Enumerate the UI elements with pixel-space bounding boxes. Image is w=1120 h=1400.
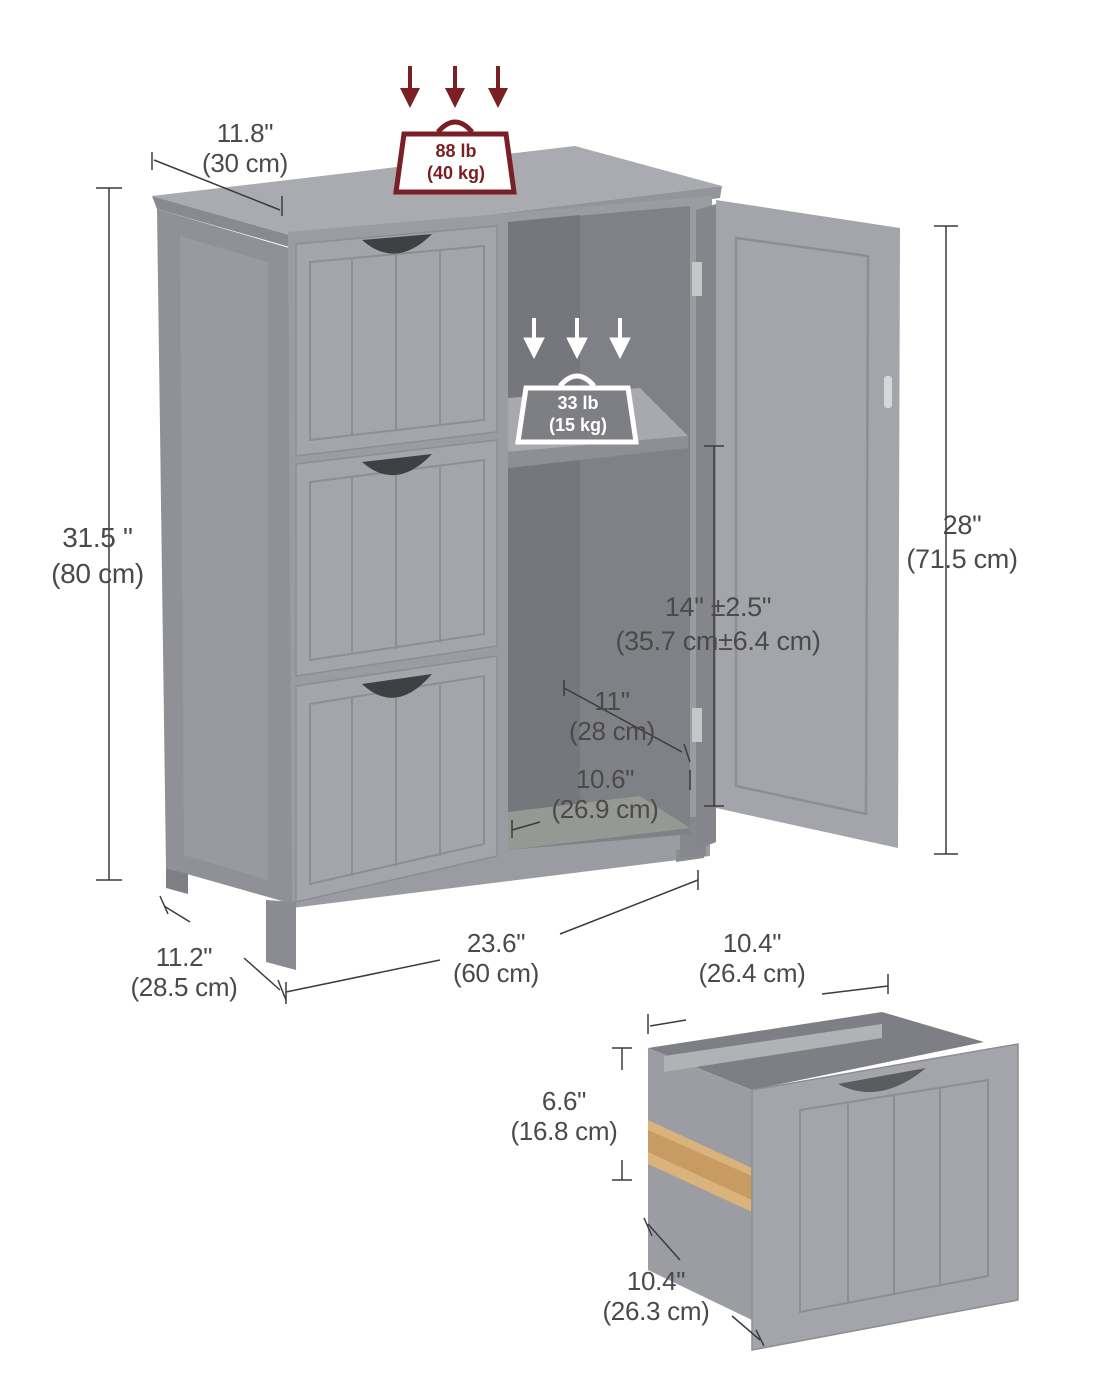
door-latch	[884, 376, 892, 408]
shelf-spacing-in: 14" ±2.5"	[664, 592, 772, 622]
drawer-height-label: 6.6" (16.8 cm)	[494, 1086, 634, 1146]
drawer-width-cm: (26.4 cm)	[698, 958, 806, 988]
top-load-badge	[393, 66, 517, 195]
door-height-label: 28" (71.5 cm)	[900, 508, 1024, 576]
bottom-hinge	[692, 708, 702, 742]
width-label: 23.6" (60 cm)	[434, 928, 558, 988]
shelf-spacing-label: 14" ±2.5" (35.7 cm±6.4 cm)	[598, 590, 838, 658]
drawer-depth-cm: (26.3 cm)	[602, 1296, 710, 1326]
width-cm: (60 cm)	[452, 958, 540, 988]
top-depth-cm: (30 cm)	[201, 148, 289, 178]
front-left-leg	[266, 900, 296, 970]
left-back-leg	[166, 868, 188, 894]
weight-icon	[515, 373, 639, 445]
down-arrow-icon	[400, 66, 508, 108]
top-load-kg: (40 kg)	[426, 163, 486, 183]
inner-width-in: 10.6"	[575, 764, 635, 794]
left-side-inner-panel	[180, 236, 268, 880]
drawer-3	[295, 655, 498, 903]
drawer-2	[295, 439, 498, 677]
shelf-load-kg: (15 kg)	[548, 415, 608, 435]
shelf-load-label: 33 lb (15 kg)	[528, 392, 628, 436]
base-depth-label: 11.2" (28.5 cm)	[118, 942, 250, 1002]
top-load-label: 88 lb (40 kg)	[406, 140, 506, 184]
top-hinge	[692, 262, 702, 296]
separate-drawer	[648, 1012, 1019, 1351]
open-compartment	[508, 206, 690, 850]
height-label: 31.5 " (80 cm)	[30, 520, 165, 592]
shelf-load-badge	[515, 318, 639, 445]
shelf-load-lb: 33 lb	[557, 393, 599, 413]
top-depth-in: 11.8"	[216, 118, 274, 148]
inner-width-label: 10.6" (26.9 cm)	[540, 764, 670, 824]
inner-width-cm: (26.9 cm)	[551, 794, 659, 824]
dimension-lines	[96, 152, 958, 1347]
drawer-depth-label: 10.4" (26.3 cm)	[588, 1266, 724, 1326]
inner-depth-label: 11" (28 cm)	[556, 686, 668, 746]
door-height-cm: (71.5 cm)	[906, 544, 1018, 574]
drawer-depth-in: 10.4"	[626, 1266, 686, 1296]
drawer-height-in: 6.6"	[541, 1086, 587, 1116]
height-cm: (80 cm)	[51, 558, 144, 589]
top-load-lb: 88 lb	[435, 141, 477, 161]
weight-icon	[393, 119, 517, 195]
drawer-width-label: 10.4" (26.4 cm)	[684, 928, 820, 988]
base-depth-in: 11.2"	[155, 942, 213, 972]
width-in: 23.6"	[466, 928, 526, 958]
door-height-in: 28"	[942, 510, 982, 540]
cabinet-top-front-edge	[152, 196, 300, 250]
drawer-1	[295, 225, 498, 457]
top-depth-label: 11.8" (30 cm)	[180, 118, 310, 178]
inner-depth-in: 11"	[594, 686, 630, 716]
down-arrow-icon	[523, 318, 631, 360]
base-depth-cm: (28.5 cm)	[130, 972, 238, 1002]
inner-depth-cm: (28 cm)	[568, 716, 656, 746]
drawer-height-cm: (16.8 cm)	[510, 1116, 618, 1146]
shelf-spacing-cm: (35.7 cm±6.4 cm)	[615, 626, 821, 656]
drawer-width-in: 10.4"	[722, 928, 782, 958]
height-in: 31.5 "	[62, 522, 133, 553]
cabinet	[152, 146, 900, 970]
open-door	[692, 200, 900, 850]
